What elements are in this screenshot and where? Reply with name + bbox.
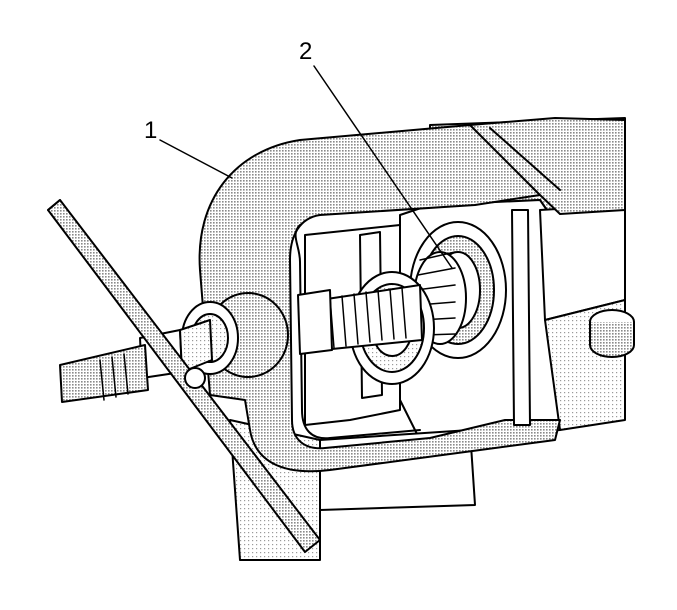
leader-line-1 bbox=[159, 139, 233, 179]
callout-2: 2 bbox=[299, 38, 313, 65]
drive-shaft bbox=[59, 344, 149, 403]
t-handle-bar bbox=[47, 199, 321, 553]
callout-1: 1 bbox=[144, 117, 158, 144]
leader-line-2 bbox=[313, 65, 453, 269]
forcing-screw bbox=[297, 284, 423, 355]
